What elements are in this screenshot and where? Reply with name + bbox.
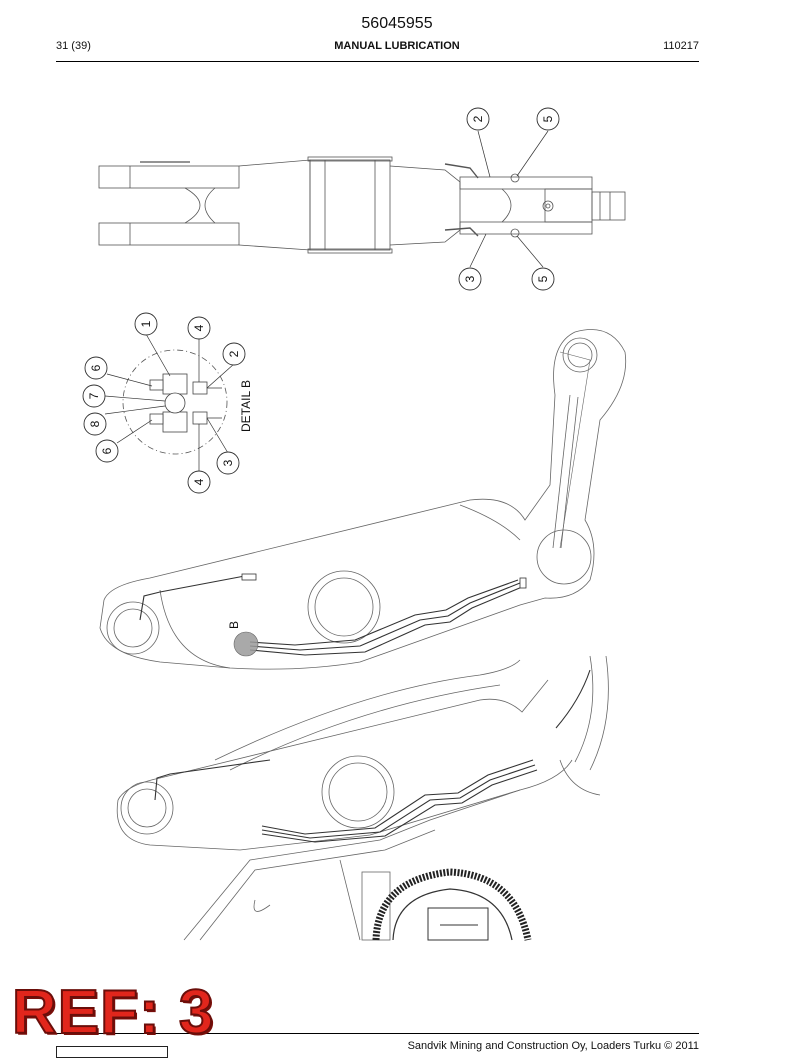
top-view-callout-5-upper: 5 (536, 107, 560, 131)
detail-callout-8: 8 (83, 412, 107, 436)
svg-text:5: 5 (536, 275, 550, 282)
top-view-leader-lines (469, 130, 549, 268)
document-number: 56045955 (361, 15, 433, 32)
svg-text:2: 2 (227, 350, 241, 357)
boom-side-view-upper (99, 329, 627, 670)
page-count: 31 (39) (56, 40, 91, 52)
svg-text:2: 2 (471, 115, 485, 122)
detail-b-label: DETAIL B (239, 380, 253, 432)
detail-callout-3: 3 (216, 451, 240, 475)
svg-text:7: 7 (87, 392, 101, 399)
detail-b: 1 4 2 6 7 8 6 4 (82, 312, 253, 494)
boom-side-view-lower (116, 655, 609, 941)
detail-callout-4-lower: 4 (187, 470, 211, 494)
date-code: 110217 (663, 40, 699, 52)
top-view-callout-2: 2 (466, 107, 490, 131)
svg-text:4: 4 (192, 478, 206, 485)
ref-stamp: REF: 3 (11, 978, 215, 1047)
detail-callout-4-upper: 4 (187, 316, 211, 340)
svg-text:3: 3 (463, 275, 477, 282)
svg-text:6: 6 (100, 447, 114, 454)
slewing-ring (372, 868, 532, 941)
detail-callout-1: 1 (134, 312, 158, 336)
detail-callout-7: 7 (82, 384, 106, 408)
top-view-boom (98, 156, 626, 254)
boom-upper-hoses (139, 573, 527, 656)
detail-callout-6-lower: 6 (95, 439, 119, 463)
top-view-callout-5-lower: 5 (531, 267, 555, 291)
detail-b-marker (233, 631, 259, 657)
boom-lower-hoses (154, 669, 591, 843)
svg-text:6: 6 (89, 364, 103, 371)
svg-text:5: 5 (541, 115, 555, 122)
svg-text:3: 3 (221, 459, 235, 466)
svg-text:4: 4 (192, 324, 206, 331)
footer-copyright: Sandvik Mining and Construction Oy, Load… (407, 1040, 699, 1052)
svg-text:8: 8 (88, 420, 102, 427)
section-title: MANUAL LUBRICATION (334, 40, 460, 52)
header-rule (56, 61, 699, 62)
footer-rule (56, 1033, 699, 1034)
company-logo (56, 1046, 168, 1058)
svg-text:1: 1 (139, 320, 153, 327)
boom-marker-label: B (227, 621, 241, 629)
detail-callout-2: 2 (222, 342, 246, 366)
top-view-callout-3: 3 (458, 267, 482, 291)
detail-callout-6-upper: 6 (84, 356, 108, 380)
